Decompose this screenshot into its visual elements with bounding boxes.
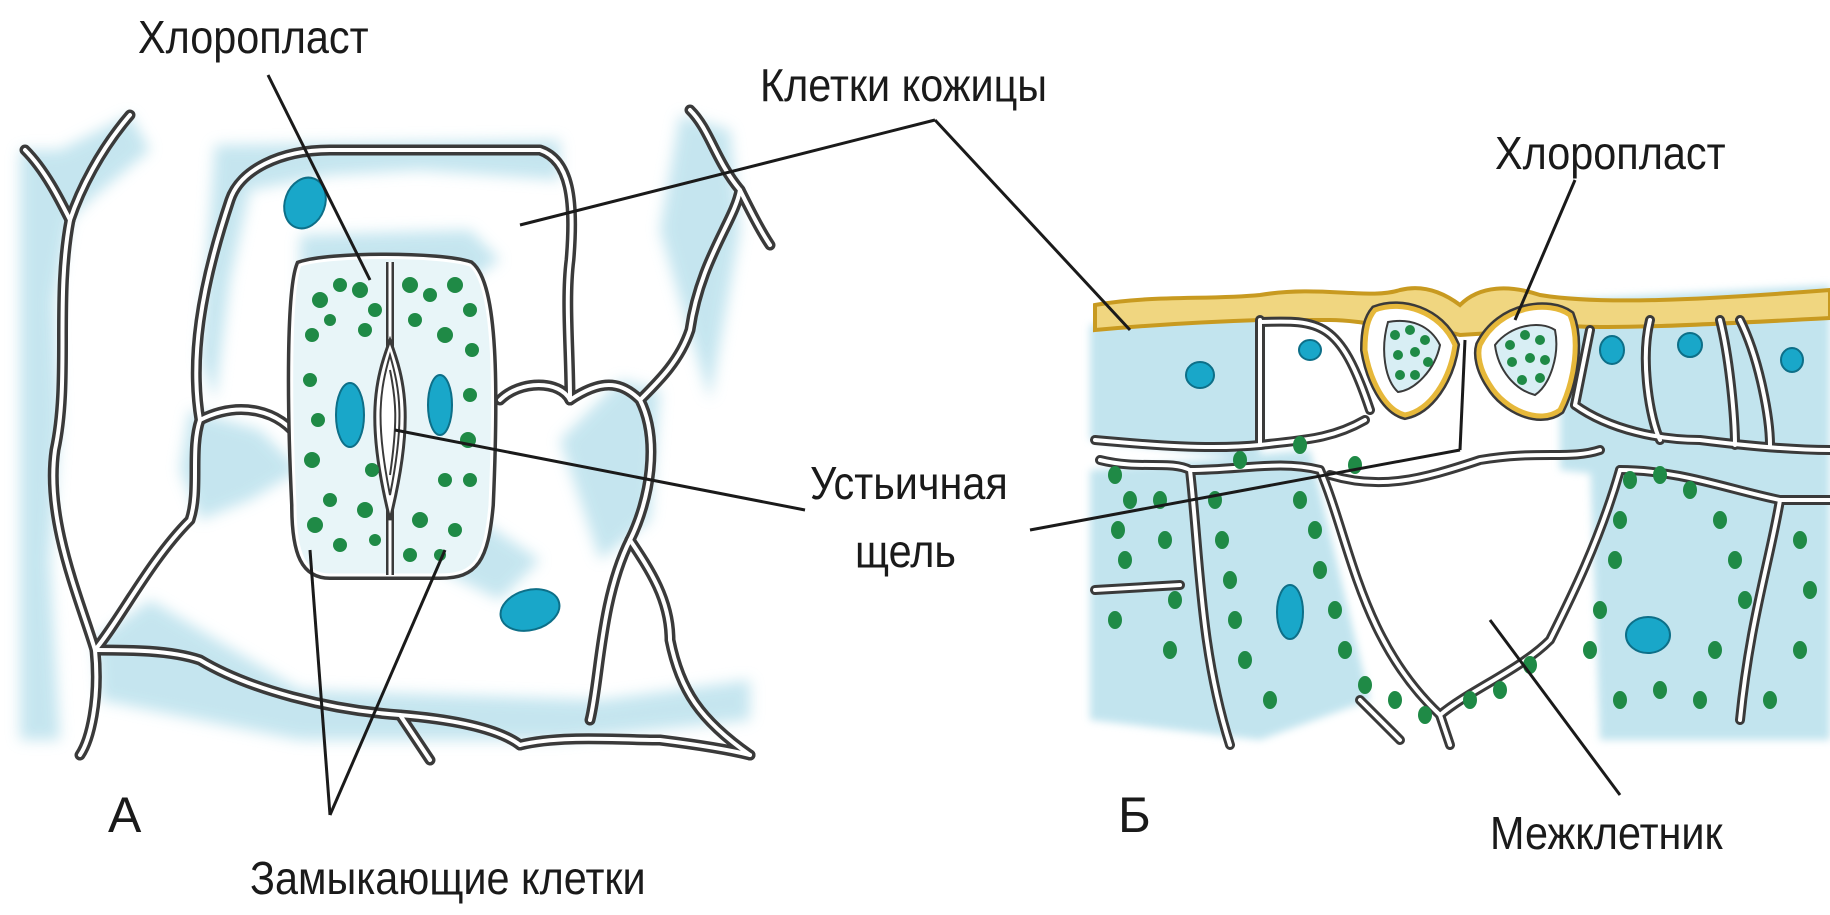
label-guard-cells: Замыкающие клетки	[250, 855, 646, 901]
panel-b-cross-section	[1090, 285, 1830, 745]
panel-label-a: А	[108, 790, 141, 840]
label-epidermis-cells: Клетки кожицы	[760, 62, 1047, 108]
label-chloroplast-a: Хлоропласт	[138, 14, 369, 60]
guard-cell-pair	[292, 258, 493, 576]
guard-cell-nucleus	[336, 383, 364, 447]
label-chloroplast-b: Хлоропласт	[1495, 130, 1726, 176]
panel-label-b: Б	[1118, 790, 1151, 840]
label-intercellular-space: Межклетник	[1490, 810, 1723, 856]
label-stomatal-slit-line1: Устьичная	[810, 460, 1008, 506]
label-stomatal-slit-line2: щель	[855, 528, 956, 574]
guard-cell-nucleus	[428, 375, 452, 435]
